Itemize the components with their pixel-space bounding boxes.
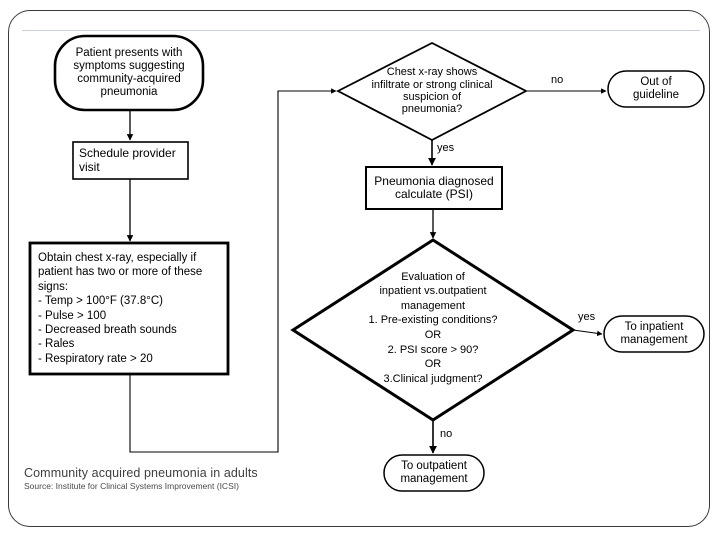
node-decision2-line-8: 3.Clinical judgment? [383,372,483,385]
title-divider-rule [22,30,700,31]
node-xray-shape [28,241,230,376]
node-outpatient-shape [383,454,485,492]
node-xray-line-8: - Respiratory rate > 20 [38,352,153,365]
node-decision1-line-4: pneumonia? [401,103,463,116]
edge-label-decision2-yes: yes [578,311,596,323]
edge-xray-to-decision1 [129,88,337,453]
node-decision2-line-5: OR [424,329,442,341]
edge-label-decision2-no: no [440,428,453,440]
node-xray-line-7: - Rales [38,338,75,351]
node-xray-line-5: - Pulse > 100 [38,309,107,322]
node-outpatient-label: To outpatient management [384,455,484,491]
node-diagnosed-label: Pneumonia diagnosed calculate (PSI) [366,167,502,209]
node-decision2-line-1: Evaluation of [401,270,465,283]
footer-source: Source: Institute for Clinical Systems I… [24,481,239,491]
node-inpatient-line-2: management [620,334,688,346]
node-decision1-line-1: Chest x-ray shows [386,66,478,79]
node-start-line-2: symptoms suggesting [73,60,185,73]
node-xray-line-1: Obtain chest x-ray, especially if [38,251,197,264]
node-xray-line-6: - Decreased breath sounds [38,323,177,336]
node-diagnosed-line-2: calculate (PSI) [394,187,474,201]
node-start-line-3: community-acquired [77,73,181,85]
node-decision1-label: Chest x-ray shows infiltrate or strong c… [336,45,528,137]
node-inpatient-shape [603,315,705,353]
node-decision1-line-2: infiltrate or strong clinical [371,78,493,91]
footer-title: Community acquired pneumonia in adults [24,466,258,480]
node-xray-label: Obtain chest x-ray, especially if patien… [38,245,224,372]
node-diagnosed-shape [365,166,503,210]
node-start-line-1: Patient presents with [75,47,183,60]
node-schedule-line-2: visit [79,159,100,174]
node-schedule-line-1: Schedule provider [79,146,176,161]
node-xray-line-3: signs: [38,280,69,293]
node-start-label: Patient presents with symptoms suggestin… [57,36,201,110]
node-schedule-label: Schedule provider visit [79,142,187,179]
node-outofguideline-line-1: Out of [640,76,672,89]
node-decision2-label: Evaluation of inpatient vs.outpatient ma… [313,264,553,392]
edge-label-decision1-no: no [551,74,564,86]
node-start-line-4: pneumonia [100,85,158,98]
node-decision2-line-4: 1. Pre-existing conditions? [368,314,498,327]
footer-caption: Community acquired pneumonia in adults S… [24,466,258,491]
node-outpatient-line-1: To outpatient [401,460,467,473]
node-decision2-line-2: inpatient vs.outpatient [379,285,487,298]
node-decision2-line-6: 2. PSI score > 90? [387,343,479,356]
node-xray-line-2: patient has two or more of these [38,266,203,279]
node-xray-line-4: - Temp > 100°F (37.8°C) [38,295,163,308]
node-outofguideline-label: Out of guideline [608,71,704,107]
node-outofguideline-shape [607,70,705,108]
node-outofguideline-line-2: guideline [632,89,680,101]
edge-label-decision1-yes: yes [437,142,455,154]
edge-decision2-to-inpatient [572,329,603,337]
node-start-shape [53,34,205,112]
node-decision2-line-7: OR [424,358,442,371]
node-inpatient-label: To inpatient management [604,316,704,352]
node-outpatient-line-2: management [400,473,468,485]
node-schedule-shape [72,141,189,180]
node-decision1-line-3: suspicion of [402,91,462,103]
node-inpatient-line-1: To inpatient [624,321,684,334]
node-decision2-line-3: management [400,299,466,312]
node-diagnosed-line-1: Pneumonia diagnosed [374,173,494,188]
